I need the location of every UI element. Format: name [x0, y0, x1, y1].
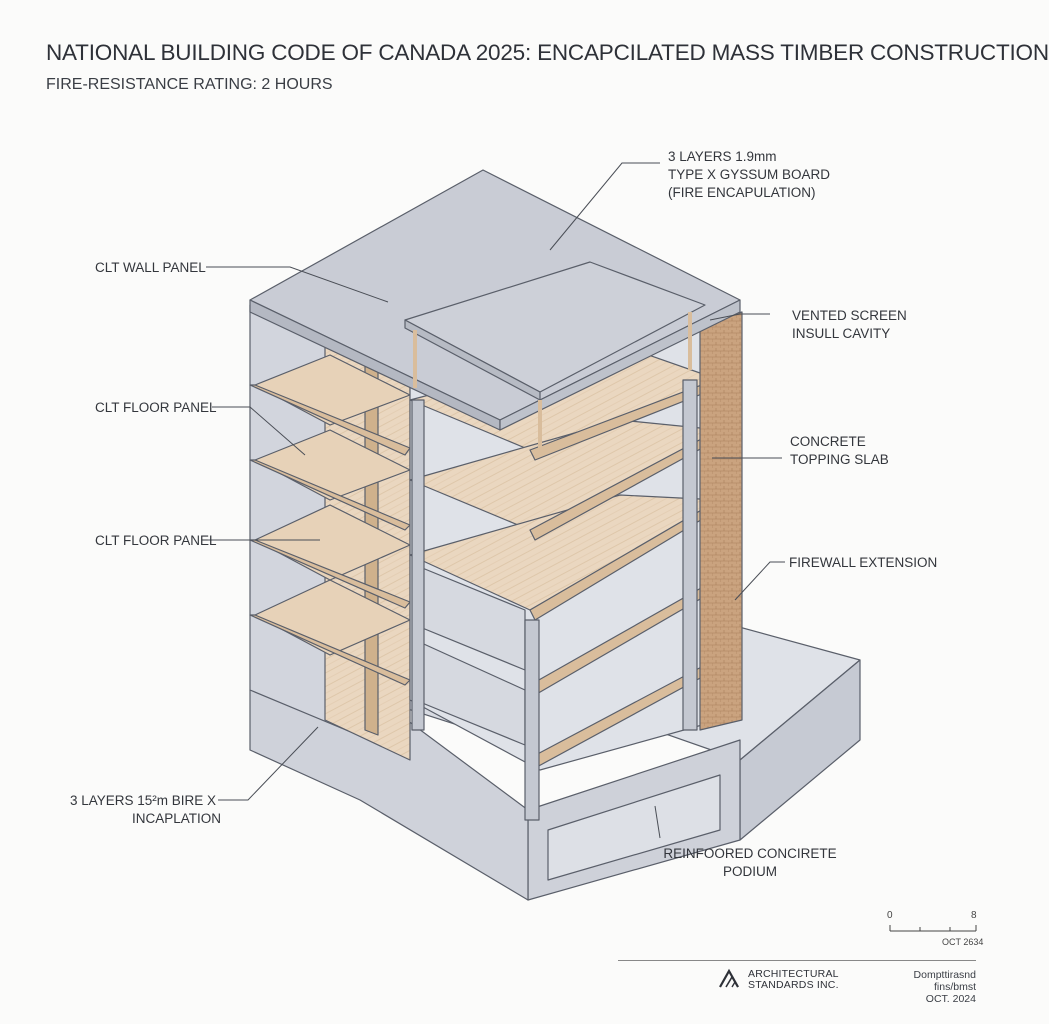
column-2 [524, 619, 540, 821]
label-vented-line-1: VENTED SCREEN [792, 308, 907, 323]
firm-logo-icon [719, 968, 739, 988]
label-podium-line-1: REINFOORED CONCIRETE [663, 846, 837, 861]
label-podium: REINFOORED CONCIRETE PODIUM [660, 845, 840, 881]
scale-end-label: 8 [971, 910, 977, 921]
leader-clt-floor-1 [212, 406, 306, 456]
leader-gypsum [549, 162, 660, 251]
label-gypsum-board: 3 LAYERS 1.9mm TYPE X GYSSUM BOARD (FIRE… [668, 148, 830, 202]
firm-name: ARCHITECTURAL STANDARDS INC. [748, 969, 839, 991]
label-topping-line-2: TOPPING SLAB [790, 452, 889, 467]
label-clt-floor-panel-1: CLT FLOOR PANEL [95, 400, 217, 415]
leader-vented [709, 313, 770, 321]
leader-layers-left [218, 726, 319, 801]
label-layers-left: 3 LAYERS 15²m BIRE X INCAPLATION [70, 792, 222, 828]
roof-slab-edge-right [499, 299, 741, 431]
label-clt-wall-panel: CLT WALL PANEL [95, 260, 206, 275]
page-subtitle: FIRE-RESISTANCE RATING: 2 HOURS [46, 76, 333, 93]
podium-recess [547, 774, 721, 881]
page-title: NATIONAL BUILDING CODE OF CANADA 2025: E… [46, 40, 1049, 65]
firm-name-line-1: ARCHITECTURAL [748, 968, 839, 980]
label-layers-line-1: 3 LAYERS 15²m BIRE X [70, 793, 217, 808]
firm-name-line-2: STANDARDS INC. [748, 979, 839, 991]
label-firewall-extension: FIREWALL EXTENSION [789, 555, 938, 570]
leader-clt-wall [206, 266, 389, 303]
label-gypsum-line-2: TYPE X GYSSUM BOARD [668, 167, 831, 182]
label-concrete-topping: CONCRETE TOPPING SLAB [790, 433, 889, 469]
scale-start-label: 0 [887, 910, 893, 921]
footer-divider [618, 960, 976, 961]
footer-meta-line-1: Dompttirasnd fins/bmst [913, 969, 976, 993]
scale-bar [889, 925, 977, 932]
label-topping-line-1: CONCRETE [790, 434, 866, 449]
label-gypsum-line-1: 3 LAYERS 1.9mm [668, 149, 777, 164]
vented-screen-brick-wall [699, 311, 743, 731]
label-gypsum-line-3: (FIRE ENCAPULATION) [668, 185, 816, 200]
footer-date: OCT. 2024 [925, 993, 976, 1005]
scale-note: OCT 2634 [942, 937, 984, 947]
label-clt-floor-panel-2: CLT FLOOR PANEL [95, 533, 217, 548]
leader-podium [654, 805, 661, 839]
label-vented-screen: VENTED SCREEN INSULL CAVITY [792, 307, 907, 343]
label-layers-line-2: INCAPLATION [132, 811, 222, 826]
label-podium-line-2: PODIUM [723, 864, 777, 879]
footer-meta: Dompttirasnd fins/bmst OCT. 2024 [870, 969, 976, 1005]
column-1 [682, 379, 698, 731]
building-axonometric-diagram [206, 162, 977, 932]
leader-firewall [734, 561, 785, 601]
column-3 [411, 399, 425, 731]
label-vented-line-2: INSULL CAVITY [792, 326, 891, 341]
